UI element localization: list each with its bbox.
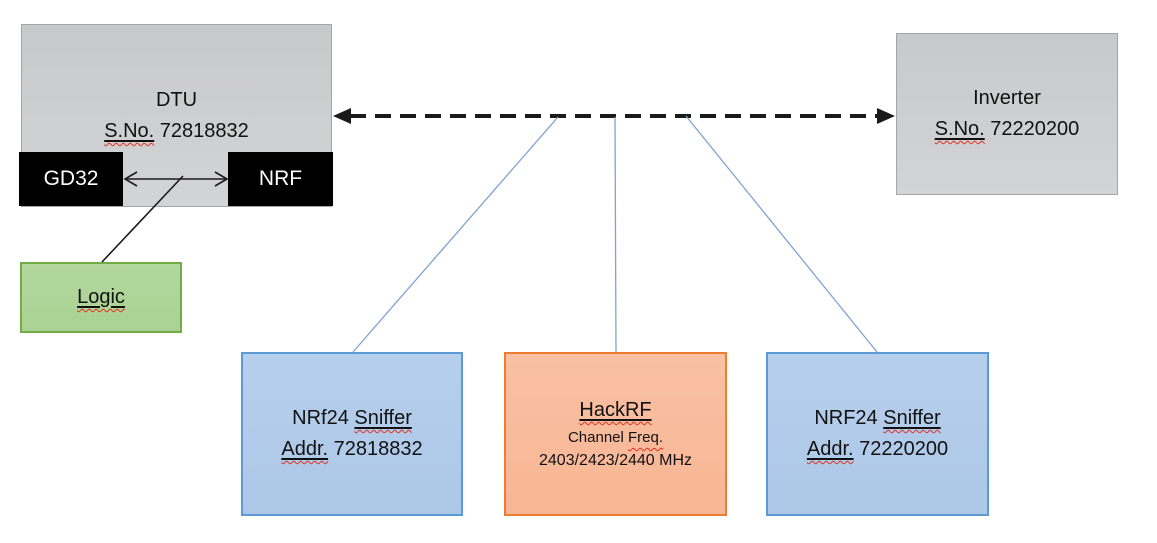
sniffer-left-addr-label: Addr. xyxy=(281,438,329,460)
inverter-serial-value: 72220200 xyxy=(990,118,1080,140)
nrf-chip: NRF xyxy=(228,152,333,206)
sniffer-right-addr-label: Addr. xyxy=(806,438,854,460)
gd32-label: GD32 xyxy=(43,167,99,190)
hackrf-channel-line: Channel Freq. xyxy=(568,426,663,449)
hackrf-title: HackRF xyxy=(579,399,652,421)
sniffer-right-type: Sniffer xyxy=(883,407,941,429)
logic-label: Logic xyxy=(77,286,125,308)
sniffer-left-name-line: NRf24 Sniffer xyxy=(292,403,412,434)
sniffer-right-name-line: NRF24 Sniffer xyxy=(814,403,940,434)
sniffer-left-connector-line xyxy=(352,116,559,353)
sniffer-right-addr-line: Addr. 72220200 xyxy=(807,434,948,465)
sniffer-right-addr-value: 72220200 xyxy=(859,438,949,460)
sniffer-left-addr-value: 72818832 xyxy=(333,438,423,460)
dtu-serial-line: S.No. 72818832 xyxy=(104,116,249,147)
inverter-box: Inverter S.No. 72220200 xyxy=(896,33,1118,195)
hackrf-box: HackRF Channel Freq. 2403/2423/2440 MHz xyxy=(504,352,727,516)
hackrf-freq-word: Freq. xyxy=(628,429,664,446)
sniffer-left-box: NRf24 Sniffer Addr. 72818832 xyxy=(241,352,463,516)
inverter-serial-label: S.No. xyxy=(934,118,985,140)
hackrf-freq-values: 2403/2423/2440 MHz xyxy=(539,452,692,469)
dtu-title: DTU xyxy=(155,89,198,111)
sniffer-left-addr-line: Addr. 72818832 xyxy=(281,434,422,465)
hackrf-channel-word: Channel xyxy=(567,429,624,446)
logic-label-line: Logic xyxy=(77,282,125,313)
inverter-serial-line: S.No. 72220200 xyxy=(935,114,1080,145)
dtu-serial-label: S.No. xyxy=(104,120,155,142)
sniffer-right-connector-line xyxy=(685,115,878,353)
nrf-label: NRF xyxy=(258,167,303,190)
sniffer-left-type: Sniffer xyxy=(354,407,412,429)
dtu-inverter-dashed-arrow xyxy=(333,108,895,124)
dtu-serial-value: 72818832 xyxy=(159,120,249,142)
hackrf-title-line: HackRF xyxy=(579,395,651,426)
gd32-chip: GD32 xyxy=(19,152,123,206)
logic-box: Logic xyxy=(20,262,182,333)
sniffer-right-box: NRF24 Sniffer Addr. 72220200 xyxy=(766,352,989,516)
sniffer-right-name: NRF24 xyxy=(814,407,878,429)
hackrf-connector-line xyxy=(614,116,617,353)
sniffer-left-name: NRf24 xyxy=(292,407,349,429)
inverter-title: Inverter xyxy=(973,87,1041,109)
